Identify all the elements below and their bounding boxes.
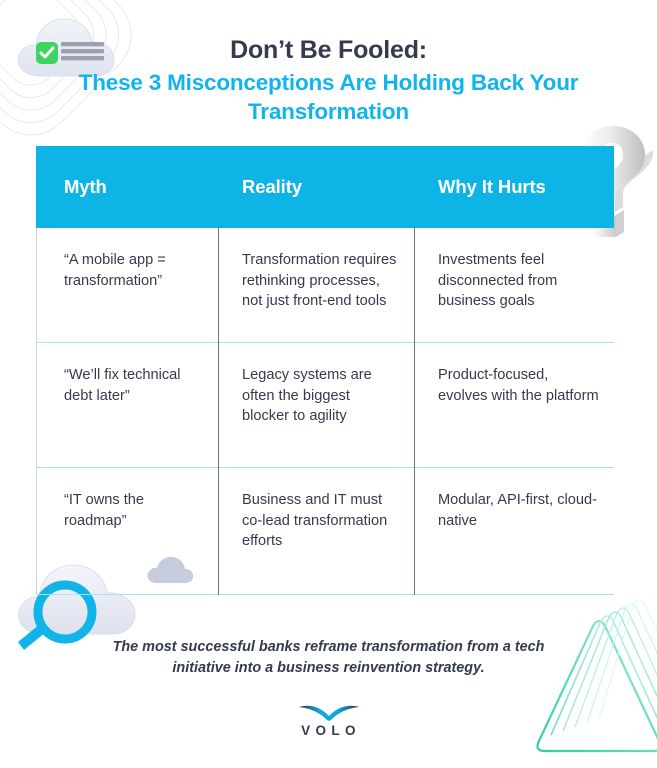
volo-logo: VOLO [0, 703, 657, 738]
cell-why-it-hurts: Product-focused, evolves with the platfo… [438, 367, 599, 404]
table-body: “A mobile app = transformation” Transfor… [36, 228, 614, 595]
table-header-reality: Reality [242, 176, 302, 197]
column-separator-2 [414, 228, 416, 595]
concentric-triangles-icon [536, 599, 657, 753]
cell-reality: Business and IT must co-lead transformat… [242, 492, 388, 549]
table-header-row: Myth Reality Why It Hurts [36, 146, 614, 228]
cell-reality: Transformation requires rethinking proce… [242, 252, 397, 309]
page-title: Don’t Be Fooled: These 3 Misconceptions … [0, 34, 657, 126]
volo-wordmark: VOLO [301, 723, 361, 738]
title-line-2: These 3 Misconceptions Are Holding Back … [78, 70, 579, 124]
table-row: “IT owns the roadmap” Business and IT mu… [36, 468, 614, 595]
table-left-edge [36, 228, 38, 595]
cell-why-it-hurts: Investments feel disconnected from busin… [438, 252, 558, 309]
title-line-1: Don’t Be Fooled: [230, 36, 427, 64]
cell-reality: Legacy systems are often the biggest blo… [242, 367, 372, 424]
table-header-myth: Myth [64, 176, 107, 197]
cell-myth: “A mobile app = transformation” [64, 252, 166, 289]
myth-reality-table: Myth Reality Why It Hurts “A mobile app … [36, 146, 614, 595]
column-separator-1 [218, 228, 220, 595]
table-row: “We’ll fix technical debt later” Legacy … [36, 343, 614, 468]
footer-quote: The most successful banks reframe transf… [112, 639, 545, 676]
cell-why-it-hurts: Modular, API-first, cloud-native [438, 492, 597, 529]
cell-myth: “We’ll fix technical debt later” [64, 367, 181, 404]
cell-myth: “IT owns the roadmap” [64, 492, 145, 529]
table-row: “A mobile app = transformation” Transfor… [36, 228, 614, 343]
table-header-why-it-hurts: Why It Hurts [438, 176, 546, 197]
volo-bird-mark-icon [298, 705, 359, 721]
